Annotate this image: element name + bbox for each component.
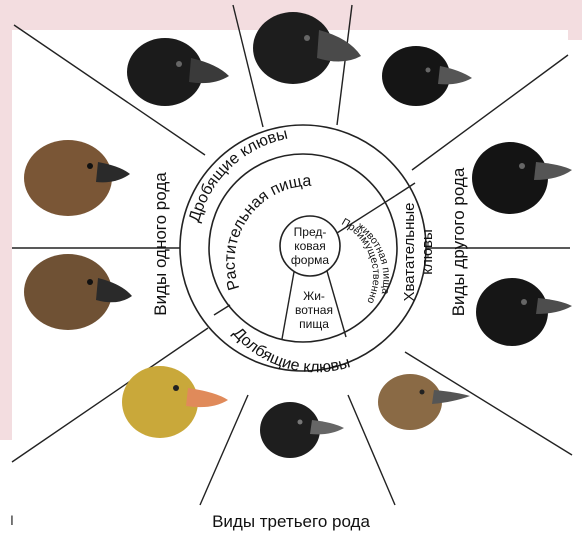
bird-head-bottom-center [260,402,344,458]
bird-eye [420,390,425,395]
bird-head-right-upper [472,142,572,214]
bird-eye [176,61,182,67]
animal-food-line-3: пища [299,317,329,331]
bird-beak [189,58,229,83]
grasping-beaks-line-2: клювы [419,229,436,274]
right-genus-label: Виды другого рода [449,167,468,316]
bird-beak [534,162,572,180]
animal-food-line-1: Жи- [303,289,325,303]
grasping-beaks-line-1: Хватательные [401,202,418,301]
divider-top-right [337,5,352,125]
bird-eye [87,163,93,169]
bird-eye [173,385,179,391]
center-label-line-1: Пред- [294,225,327,239]
center-label-line-3: форма [291,253,329,267]
bird-head-left-upper [24,140,130,216]
bird-beak [432,390,470,404]
left-genus-label: Виды одного рода [151,172,170,316]
bird-beak [310,420,344,434]
bottom-genus-label: Виды третьего рода [0,512,582,532]
center-label-line-2: ковая [294,239,325,253]
bird-head-bottom-left [122,366,228,438]
bird-beak [96,278,132,302]
bird-beak [438,66,472,84]
bird-eye [304,35,310,41]
bird-head-left-lower [24,254,132,330]
bird-beak [186,388,228,407]
bird-beak [317,30,361,62]
bird-head-top-right [382,46,472,106]
animal-food-line-2: вотная [295,303,333,317]
bird-eye [426,68,431,73]
bird-eye [298,420,303,425]
divider-bottom-center-left [200,395,248,505]
bird-beak [536,298,572,314]
bird-eye [87,279,93,285]
bird-beak [96,162,130,182]
bird-head-top-left [127,38,229,106]
bird-eye [521,299,527,305]
bird-head-right-lower [476,278,572,346]
bird-eye [519,163,525,169]
bird-head-top-center [253,12,361,84]
bird-head-bottom-right [378,374,470,430]
